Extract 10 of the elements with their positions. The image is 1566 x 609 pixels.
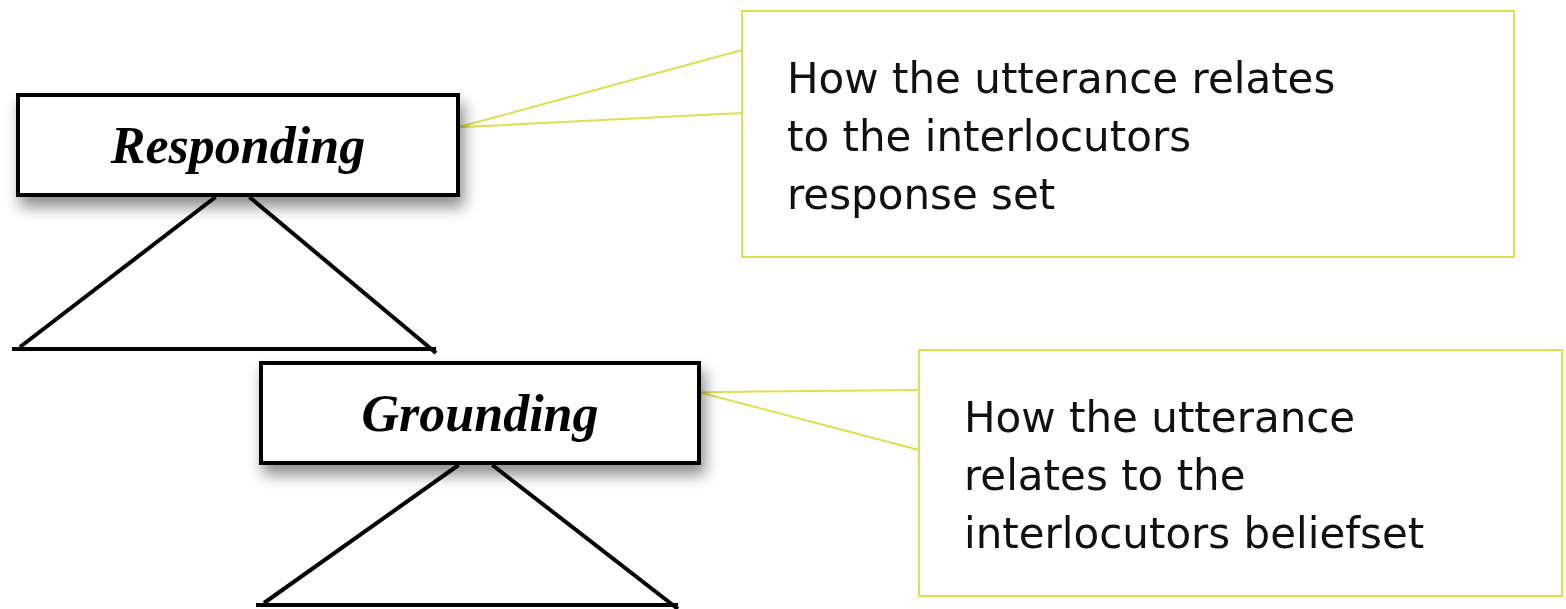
term-label: Grounding <box>361 383 599 443</box>
tree-triangle <box>254 463 680 609</box>
tree-triangle <box>10 195 438 355</box>
term-label: Responding <box>110 115 366 175</box>
callout-box <box>741 10 1515 258</box>
callout-text: How the utterance relates to the interlocutors response set <box>787 53 1337 221</box>
callout-text: How the utterance relates to the interlocutors beliefset <box>964 392 1426 560</box>
callout-box <box>918 349 1563 597</box>
term-box <box>16 93 460 197</box>
term-box <box>259 361 701 465</box>
